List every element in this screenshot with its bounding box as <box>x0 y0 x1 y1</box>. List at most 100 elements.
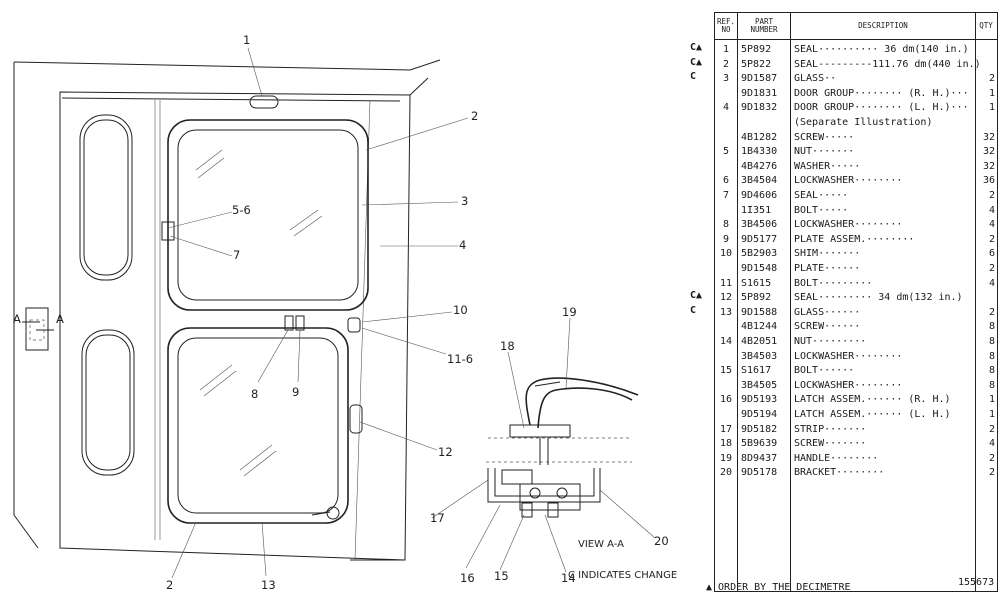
table-header: REF. NO PART NUMBER DESCRIPTION QTY <box>715 13 997 40</box>
qty-cell: 2 <box>988 73 995 85</box>
illustration-number: 155673 <box>958 577 995 588</box>
qty-cell: 36 <box>982 175 995 187</box>
description-cell: WASHER····· <box>794 160 861 172</box>
description-cell: SCREW······ <box>794 321 861 333</box>
ref-cell: 13 <box>719 306 733 318</box>
ref-cell: 5 <box>722 146 730 158</box>
change-mark: C <box>690 71 697 83</box>
callout-3: 3 <box>461 194 468 208</box>
change-mark: C▲ <box>690 290 703 302</box>
ref-cell: 19 <box>719 452 733 464</box>
ref-cell: 1 <box>722 44 730 55</box>
part-number-cell: 9D5182 <box>741 423 778 435</box>
ref-cell: 11 <box>719 277 733 289</box>
ref-cell: 7 <box>722 190 730 201</box>
part-number-cell: 5P822 <box>741 58 772 70</box>
part-number-cell: S1617 <box>741 365 772 377</box>
qty-cell: 1 <box>988 87 995 99</box>
part-number-cell: 3B4503 <box>741 350 778 362</box>
part-number-cell: 4B1244 <box>741 321 778 333</box>
description-cell: LOCKWASHER········ <box>794 350 903 362</box>
qty-cell: 2 <box>988 452 995 464</box>
left-window-openings <box>79 114 135 476</box>
footer-note: ▲ ORDER BY THE DECIMETRE <box>706 582 851 593</box>
header-description: DESCRIPTION <box>858 21 908 30</box>
part-number-cell: 5B2903 <box>741 248 778 260</box>
callout-10: 10 <box>453 303 468 317</box>
part-number-cell: 3B4506 <box>741 219 778 231</box>
door-hardware <box>161 95 363 520</box>
qty-cell: 32 <box>982 160 995 172</box>
part-number-cell: 9D1588 <box>741 306 778 318</box>
callout-7: 7 <box>233 248 240 262</box>
callout-2: 2 <box>471 109 478 123</box>
part-number-cell: 5B9639 <box>741 438 778 450</box>
view-a-a-detail <box>486 377 639 518</box>
description-cell: SCREW······· <box>794 438 867 450</box>
section-marker-right: A <box>56 312 64 326</box>
part-number-cell: 9D1831 <box>741 87 778 99</box>
part-number-cell: 9D1587 <box>741 73 778 85</box>
qty-cell: 8 <box>988 379 995 391</box>
ref-cell: 20 <box>719 467 733 479</box>
qty-cell: 8 <box>988 365 995 377</box>
description-cell: LOCKWASHER········ <box>794 219 903 231</box>
ref-cell: 2 <box>722 58 730 70</box>
column-divider <box>975 13 976 591</box>
qty-cell: 1 <box>988 102 995 114</box>
qty-cell: 2 <box>988 467 995 479</box>
ref-cell: 15 <box>719 365 733 377</box>
description-cell: BOLT········· <box>794 277 873 289</box>
lower-glass <box>167 327 349 524</box>
view-label: VIEW A-A <box>578 539 624 550</box>
callout-20: 20 <box>654 534 669 548</box>
qty-cell: 2 <box>988 233 995 245</box>
qty-cell: 6 <box>988 248 995 260</box>
change-mark: C▲ <box>690 56 703 68</box>
description-cell: SCREW····· <box>794 131 855 143</box>
description-cell: HANDLE········ <box>794 452 879 464</box>
header-qty: QTY <box>979 21 993 30</box>
callout-14: 14 <box>561 571 576 585</box>
description-cell: SHIM······· <box>794 248 861 260</box>
part-number-cell: 4B4276 <box>741 160 778 172</box>
description-cell: DOOR GROUP········ (L. H.)··· <box>794 102 969 114</box>
change-mark: C▲ <box>690 42 703 53</box>
ref-cell: 14 <box>719 336 733 347</box>
column-divider <box>737 13 738 591</box>
qty-cell: 2 <box>988 423 995 435</box>
description-cell: PLATE ASSEM.········ <box>794 233 915 245</box>
qty-cell: 4 <box>988 438 995 450</box>
callout-17: 17 <box>430 511 445 525</box>
callout-19: 19 <box>562 305 577 319</box>
ref-cell: 3 <box>722 73 730 85</box>
part-number-cell: 4B2051 <box>741 336 778 347</box>
ref-cell: 4 <box>722 102 730 114</box>
door-frame <box>13 59 441 561</box>
callout-11-6: 11-6 <box>447 352 473 366</box>
section-marker: A A <box>13 307 64 351</box>
part-number-cell: 5P892 <box>741 292 772 304</box>
callout-8: 8 <box>251 387 258 401</box>
callout-1: 1 <box>243 33 250 47</box>
part-number-cell: 4B1282 <box>741 131 778 143</box>
description-cell: BRACKET········ <box>794 467 885 479</box>
ref-cell: 17 <box>719 423 733 435</box>
description-cell: PLATE······ <box>794 263 861 274</box>
